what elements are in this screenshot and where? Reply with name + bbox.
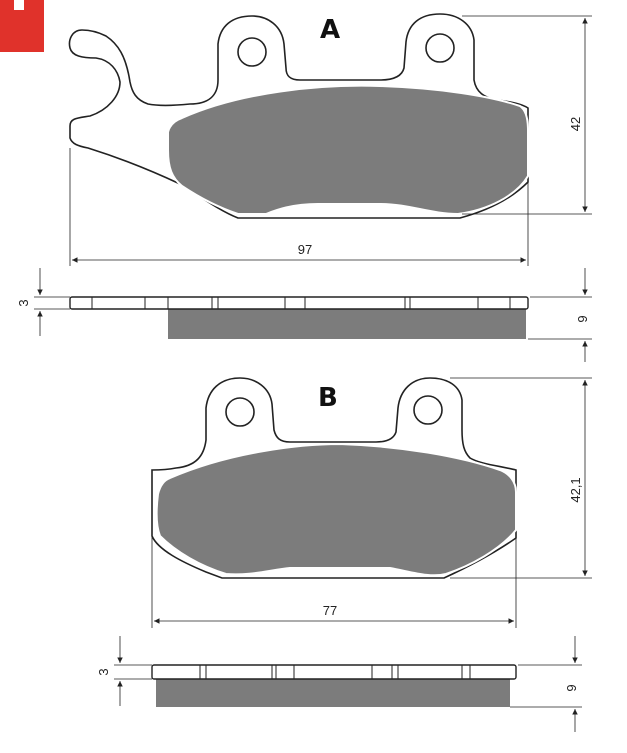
pad-a-front-view <box>68 13 529 219</box>
pad-b-width-value: 77 <box>323 603 337 618</box>
pad-a-left-mounting-hole <box>237 37 267 67</box>
pad-a-height-dimension: 42 <box>462 15 592 215</box>
pad-b-thickness-dimension: 3 <box>96 636 152 706</box>
pad-b-side-view <box>151 664 517 707</box>
pad-a-height-value: 42 <box>568 117 583 131</box>
pad-b-height-value: 42,1 <box>568 477 583 502</box>
pad-a-thickness-value: 3 <box>16 299 31 306</box>
pad-a-side-view <box>69 296 529 339</box>
pad-a-right-mounting-hole <box>425 33 455 63</box>
pad-b-left-mounting-hole <box>225 397 255 427</box>
pad-b-friction-material <box>155 442 517 577</box>
pad-b-front-view <box>151 377 517 579</box>
pad-a-width-dimension: 97 <box>69 148 529 266</box>
pad-b-total-thickness-dimension: 9 <box>510 636 582 732</box>
corner-logo <box>0 0 44 52</box>
pad-b-height-dimension: 42,1 <box>450 377 592 579</box>
pad-a-friction-side <box>168 309 526 339</box>
pad-b-friction-side <box>156 679 510 707</box>
pad-a-plate-side <box>69 296 529 310</box>
pad-b-plate-side <box>151 664 517 680</box>
pad-a-friction-material <box>167 84 529 216</box>
pad-a-label: A <box>320 15 340 45</box>
pad-b-thickness-value: 3 <box>96 668 111 675</box>
pad-a-total-thickness-dimension: 9 <box>528 268 592 362</box>
pad-a-width-value: 97 <box>298 242 312 257</box>
pad-b-total-thickness-value: 9 <box>564 684 579 691</box>
pad-a-thickness-dimension: 3 <box>16 268 70 336</box>
pad-b-right-mounting-hole <box>413 395 443 425</box>
pad-b-width-dimension: 77 <box>151 536 517 628</box>
pad-b-label: B <box>318 383 338 413</box>
pad-a-total-thickness-value: 9 <box>575 315 590 322</box>
